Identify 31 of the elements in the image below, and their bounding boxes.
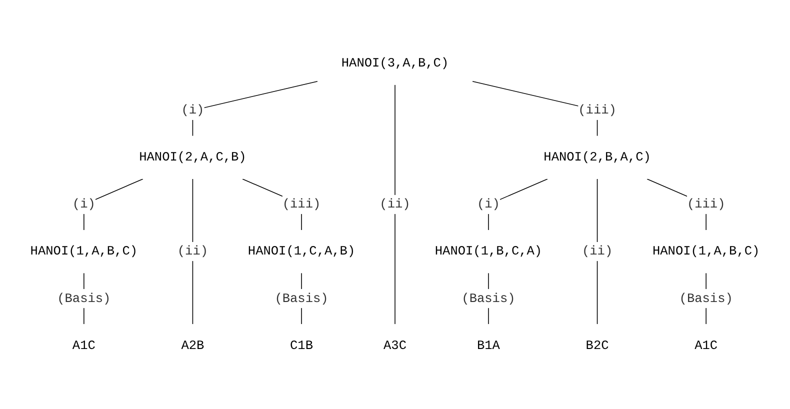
edge-label: (Basis)	[57, 291, 111, 306]
node-text: A3C	[384, 338, 406, 353]
node-text: A1C	[694, 338, 718, 353]
node-text: A2B	[181, 338, 204, 353]
edge-label: (Basis)	[679, 291, 733, 306]
edge-label: (iii)	[282, 197, 321, 212]
node-text: HANOI(2,A,C,B)	[139, 150, 246, 165]
edge-label: (i)	[181, 103, 204, 118]
edge-label: (i)	[476, 197, 500, 212]
connector	[488, 178, 548, 230]
node-text: HANOI(1,A,B,C)	[652, 244, 760, 259]
edge-label: (Basis)	[274, 291, 328, 306]
node-text: HANOI(1,B,C,A)	[434, 244, 542, 259]
edge-label: (ii)	[177, 244, 208, 259]
node-text: HANOI(3,A,B,C)	[341, 56, 449, 71]
connector	[192, 80, 318, 136]
connector	[84, 178, 144, 230]
node-text: HANOI(2,B,A,C)	[544, 150, 651, 165]
edge-label: (Basis)	[462, 291, 516, 306]
node-text: B1A	[476, 338, 500, 353]
node-text: HANOI(1,A,B,C)	[30, 244, 138, 259]
edge-label: (ii)	[380, 197, 410, 212]
edge-label: (iii)	[578, 103, 616, 118]
node-text: C1B	[290, 338, 314, 353]
edge-label: (ii)	[582, 244, 613, 259]
edge-label: (i)	[72, 197, 96, 212]
node-text: HANOI(1,C,A,B)	[248, 244, 356, 259]
node-text: B2C	[586, 338, 609, 353]
node-text: A1C	[72, 338, 96, 353]
edge-label: (iii)	[686, 197, 726, 212]
connector	[394, 84, 396, 325]
